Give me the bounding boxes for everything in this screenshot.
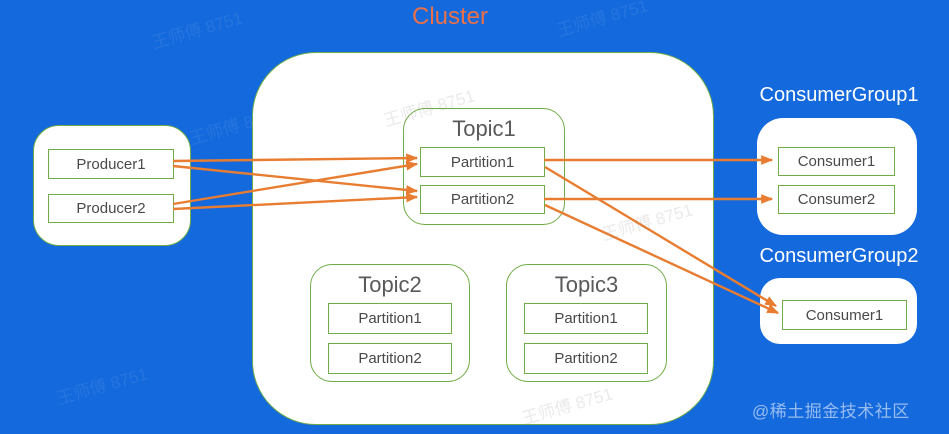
- consumer-group1-title: ConsumerGroup1: [759, 84, 919, 106]
- topic2-partition2-label: Partition2: [358, 350, 422, 367]
- topic2-partition1-label: Partition1: [358, 310, 422, 327]
- producer2-label: Producer2: [76, 200, 146, 217]
- cg1-consumer1-label: Consumer1: [797, 153, 876, 170]
- topic1-partition1-label: Partition1: [450, 153, 515, 171]
- topic1-partition1-node: Partition1: [420, 147, 545, 177]
- topic3-partition1-label: Partition1: [554, 310, 618, 327]
- topic2-partition2-node: Partition2: [328, 343, 452, 374]
- producer1-label: Producer1: [76, 155, 146, 173]
- cg1-consumer2-node: Consumer2: [778, 185, 895, 214]
- topic2-partition1-node: Partition1: [328, 303, 452, 334]
- producer1-node: Producer1: [48, 149, 174, 179]
- cg1-consumer1-node: Consumer1: [778, 147, 895, 176]
- cg2-consumer1-node: Consumer1: [782, 300, 907, 330]
- watermark-text: 王师傅 8751: [149, 8, 245, 53]
- topic1-title: Topic1: [452, 116, 516, 141]
- topic2-title: Topic2: [358, 272, 422, 297]
- cluster-title: Cluster: [411, 3, 489, 30]
- topic3-partition1-node: Partition1: [524, 303, 648, 334]
- producer2-node: Producer2: [48, 194, 174, 223]
- topic3-partition2-node: Partition2: [524, 343, 648, 374]
- watermark-text: 王师傅 8751: [54, 364, 150, 409]
- credit-watermark: @稀土掘金技术社区: [752, 402, 910, 421]
- cg2-consumer1-label: Consumer1: [805, 306, 884, 324]
- cg1-consumer2-label: Consumer2: [797, 191, 876, 208]
- consumer-group2-title: ConsumerGroup2: [759, 245, 919, 267]
- producers-group-box: [33, 125, 191, 246]
- topic3-partition2-label: Partition2: [554, 350, 618, 367]
- topic3-title: Topic3: [554, 272, 619, 297]
- topic1-partition2-label: Partition2: [450, 191, 515, 208]
- consumer-group1-box: [757, 118, 917, 235]
- topic1-partition2-node: Partition2: [420, 185, 545, 214]
